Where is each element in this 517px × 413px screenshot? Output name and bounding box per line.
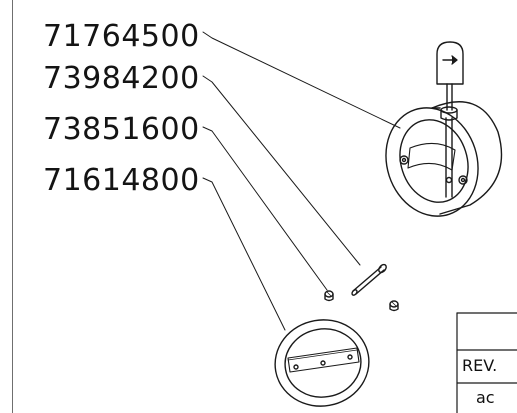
title-block — [456, 312, 517, 413]
part-number-label: 71614800 — [43, 163, 200, 198]
screw-part — [324, 290, 399, 312]
sheet-border-left — [12, 0, 13, 413]
damper-assembly — [385, 41, 503, 217]
pin-part — [351, 263, 387, 296]
part-number-label: 71764500 — [43, 19, 200, 54]
blade-disc-part — [274, 319, 370, 407]
leader-line-73851600 — [202, 126, 328, 291]
leader-line-73984200 — [202, 75, 361, 266]
part-number-label: 73851600 — [43, 112, 200, 147]
rev-value: ac — [476, 388, 495, 407]
leader-line-71764500 — [202, 31, 401, 129]
rev-header: REV. — [462, 356, 498, 375]
leader-line-71614800 — [202, 177, 286, 331]
leader-lines — [202, 31, 401, 331]
part-number-label: 73984200 — [43, 61, 200, 96]
